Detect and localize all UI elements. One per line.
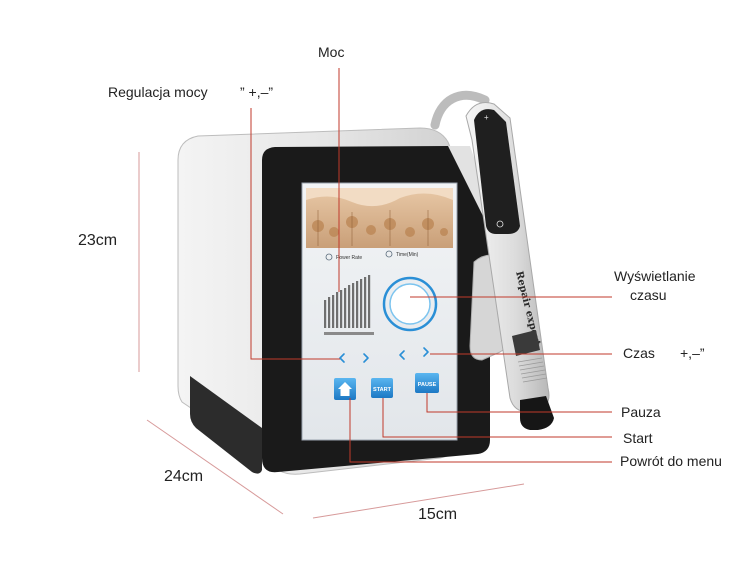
dimension-lines <box>138 152 525 519</box>
handpiece-plus-icon: + <box>484 113 489 122</box>
home-icon <box>338 382 352 396</box>
start-button[interactable]: START <box>371 378 393 398</box>
handpiece-cable <box>430 90 490 130</box>
power-adjust-keys-label: ” +,–” <box>240 84 274 100</box>
handpiece-control-panel <box>474 109 520 234</box>
power-adjust-leader <box>250 108 340 360</box>
start-leader <box>382 398 612 438</box>
device-base <box>190 376 262 474</box>
depth-guide <box>146 419 284 515</box>
handpiece-tip <box>520 396 554 430</box>
pause-button-label: PAUSE <box>418 382 437 388</box>
power-label: Moc <box>318 44 345 60</box>
handpiece-knurl <box>517 357 548 383</box>
time-display-ring <box>382 276 438 332</box>
height-dimension-label: 23cm <box>78 232 118 249</box>
time-label: Czas <box>623 345 655 361</box>
handpiece-power-icon <box>496 220 504 228</box>
time-decrease-button[interactable] <box>399 350 405 360</box>
time-increase-button[interactable] <box>423 347 429 357</box>
back-to-menu-label: Powrót do menu <box>620 453 722 469</box>
power-decrease-button[interactable] <box>339 353 345 363</box>
skin-layers-image <box>306 188 453 248</box>
touch-screen: Power Rate Time(Min) <box>301 182 458 441</box>
handpiece: + Repair expert <box>465 102 554 430</box>
power-rate-icon <box>325 253 333 261</box>
start-button-label: START <box>373 387 392 393</box>
power-rate-label: Power Rate <box>336 255 362 261</box>
power-increase-button[interactable] <box>363 353 369 363</box>
time-icon <box>385 250 393 258</box>
home-button[interactable] <box>334 378 356 400</box>
time-display-label-line1: Wyświetlanie <box>614 268 696 284</box>
power-bar-graph[interactable] <box>324 275 374 335</box>
menu-leader <box>349 398 612 463</box>
pause-button[interactable]: PAUSE <box>415 373 439 393</box>
leader-lines <box>250 68 612 463</box>
power-adjust-label: Regulacja mocy <box>108 84 208 100</box>
time-min-label: Time(Min) <box>396 252 419 258</box>
width-guide <box>312 483 525 519</box>
pause-label: Pauza <box>621 404 661 420</box>
start-label: Start <box>623 430 653 446</box>
time-display-label-line2: czasu <box>630 287 667 303</box>
depth-dimension-label: 24cm <box>164 468 204 485</box>
width-dimension-label: 15cm <box>418 506 458 523</box>
pause-leader <box>426 393 612 413</box>
handpiece-grip <box>512 330 540 356</box>
time-keys-label: +,–” <box>680 345 705 361</box>
